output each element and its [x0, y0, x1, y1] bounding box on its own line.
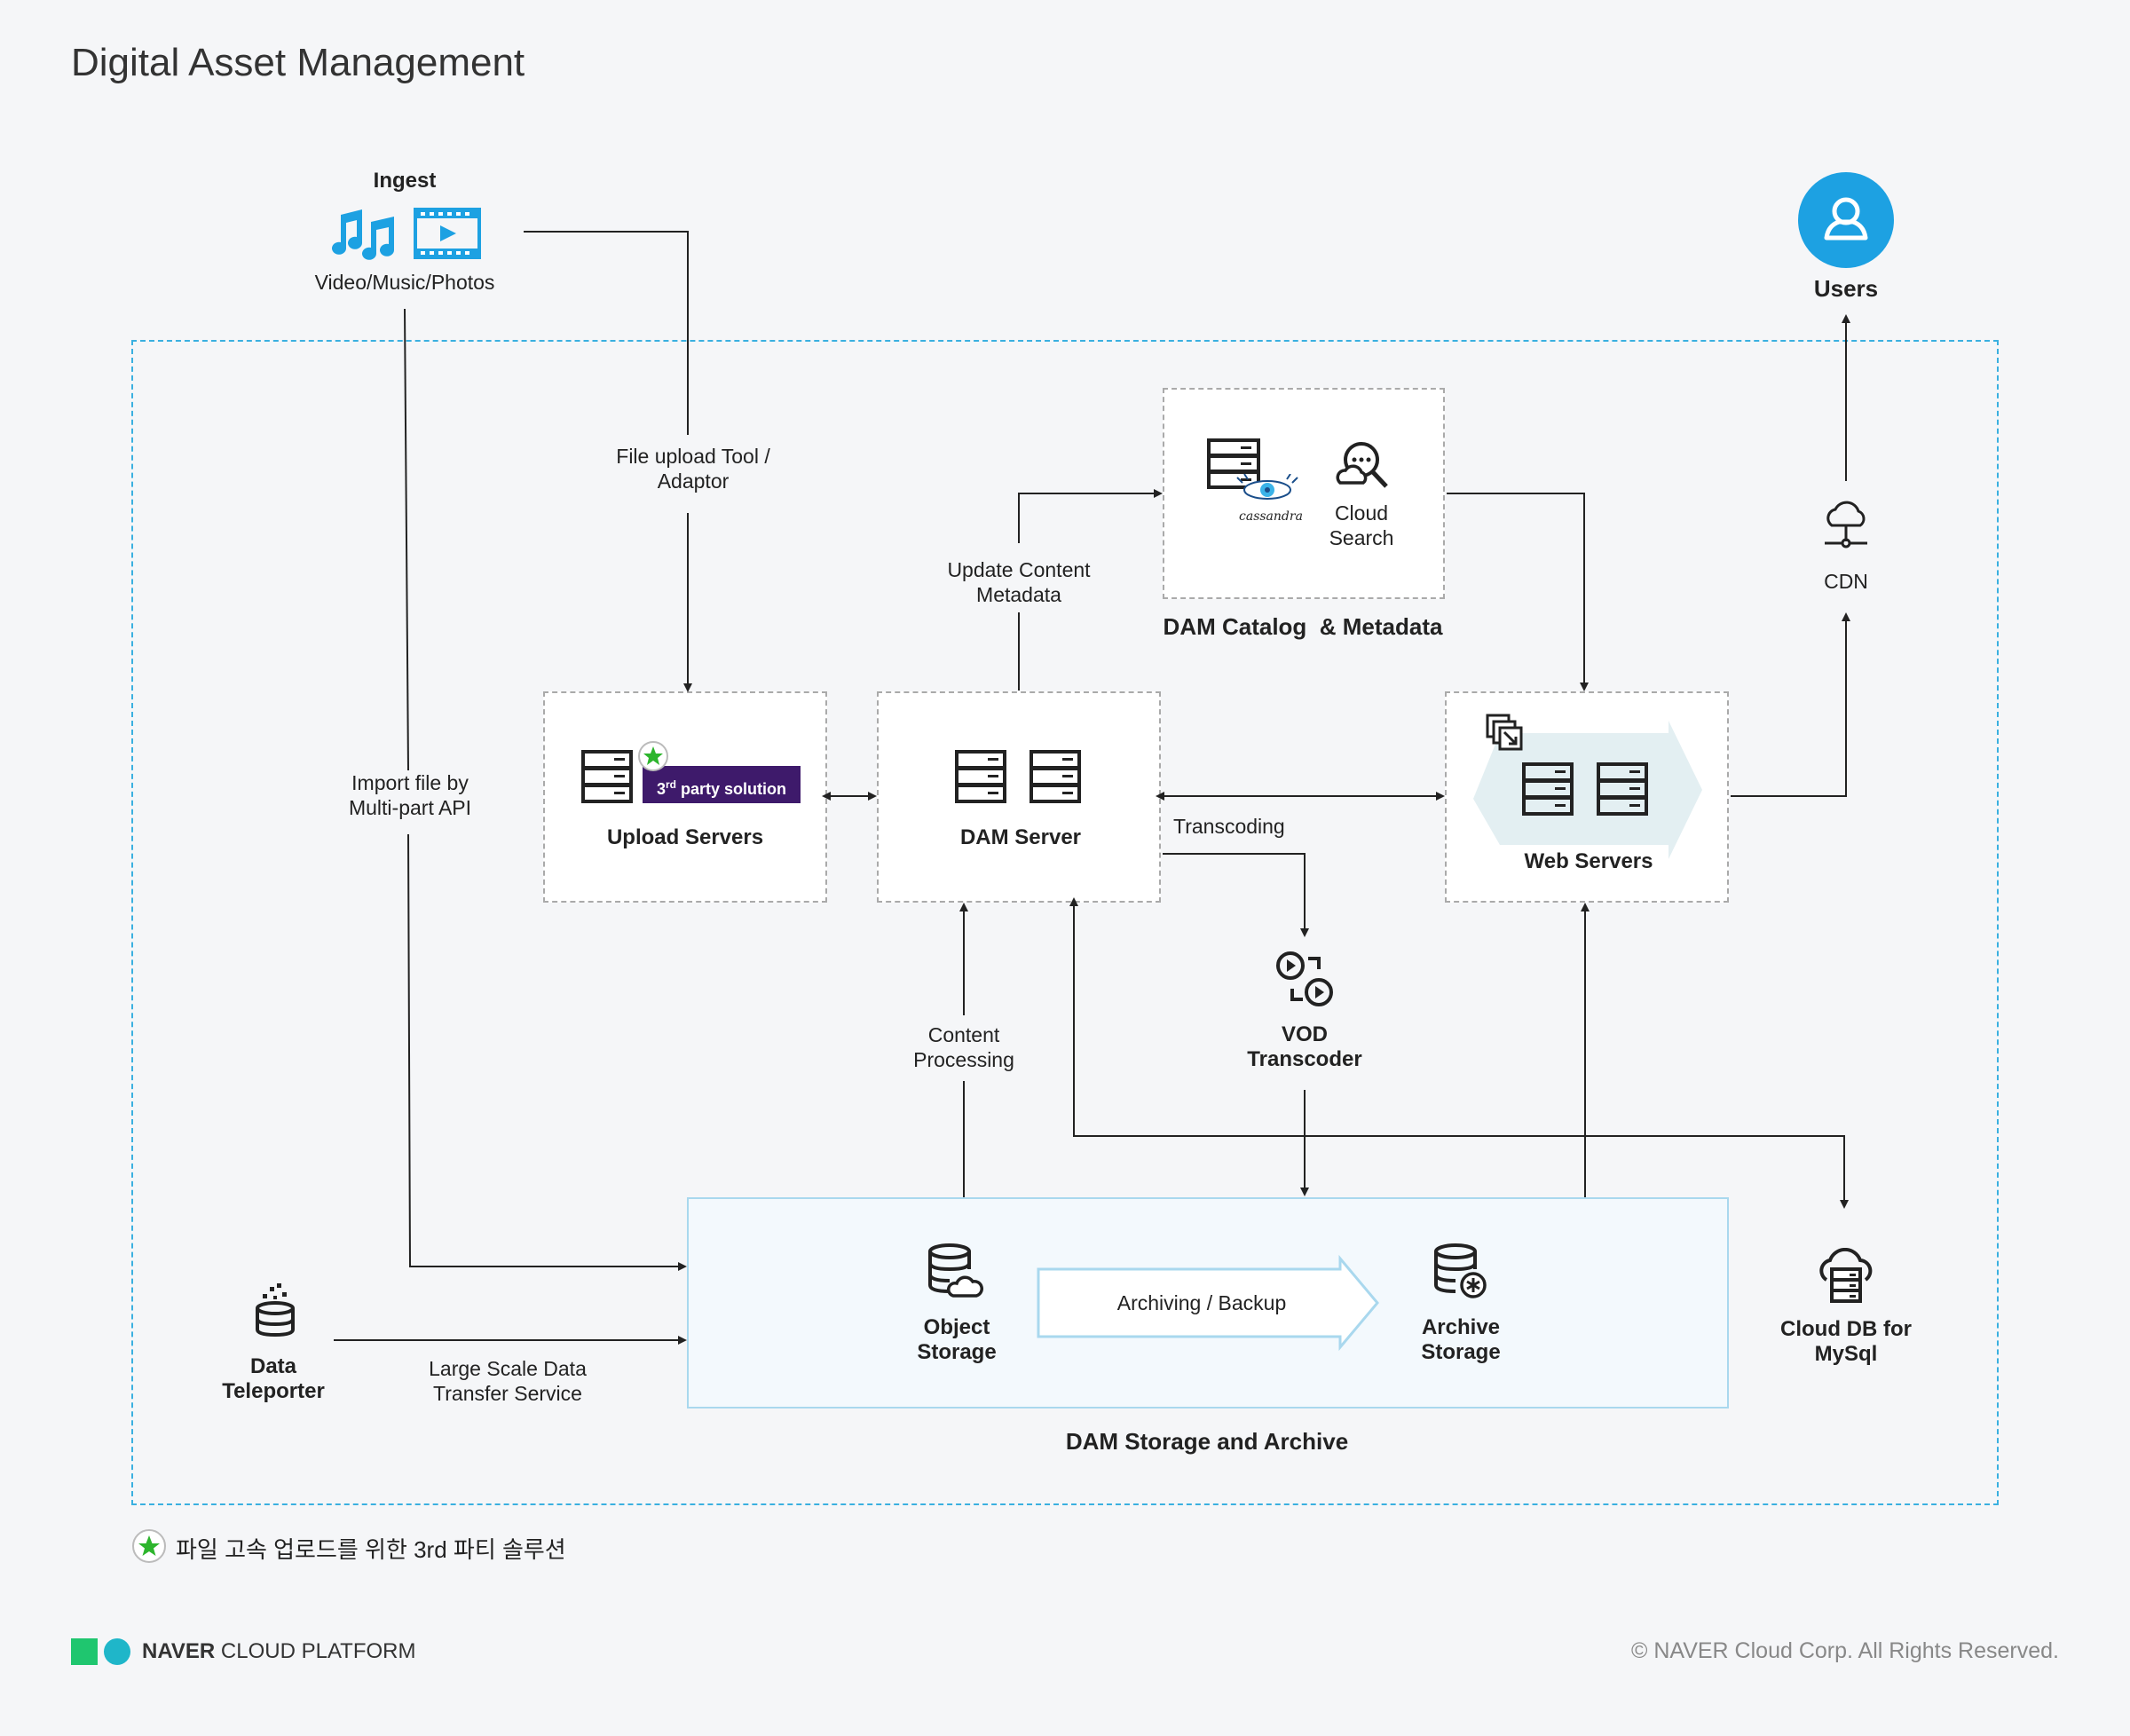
users-label: Users	[1813, 275, 1879, 302]
cassandra-eye-icon	[1236, 474, 1298, 500]
transcoding-label: Transcoding	[1173, 815, 1285, 838]
cassandra-label: cassandra	[1239, 509, 1303, 524]
cdn-label: CDN	[1824, 570, 1868, 593]
dam-server-label: DAM Server	[959, 825, 1082, 849]
web-server-icon	[1522, 762, 1648, 816]
edge-dam-db	[1069, 897, 1849, 1209]
ingest-caption: Video/Music/Photos	[314, 271, 495, 294]
third-party-badge: 3rd party solution	[643, 766, 801, 803]
storage-title: DAM Storage and Archive	[1065, 1428, 1349, 1455]
dam-server-icon	[955, 750, 1081, 803]
file-upload-label: File upload Tool /Adaptor	[616, 445, 770, 493]
copyright: © NAVER Cloud Corp. All Rights Reserved.	[1630, 1638, 2059, 1663]
data-teleporter-icon	[256, 1283, 295, 1338]
archive-storage-icon	[1434, 1243, 1487, 1298]
cassandra-server-icon	[1207, 438, 1260, 489]
brand-name: NAVER CLOUD PLATFORM	[142, 1639, 416, 1663]
cloud-db-icon	[1819, 1248, 1873, 1303]
archiving-label: Archiving / Backup	[1116, 1291, 1287, 1314]
legend-star-icon	[132, 1529, 166, 1563]
object-storage-icon	[928, 1243, 983, 1298]
platform-region	[131, 340, 1999, 1505]
edge-ingest-upload	[524, 231, 689, 435]
edge-import	[404, 308, 409, 771]
edge-transcoding	[1163, 853, 1309, 937]
upload-server-icon	[581, 750, 633, 803]
naver-logo-icon	[71, 1638, 130, 1665]
upload-servers-label: Upload Servers	[606, 825, 764, 849]
edge-web-cdn	[1731, 612, 1850, 797]
cdn-icon	[1825, 501, 1867, 548]
autoscale-icon	[1486, 714, 1523, 751]
music-icon	[332, 209, 394, 260]
star-icon	[638, 741, 668, 771]
video-icon	[414, 208, 481, 259]
page-title: Digital Asset Management	[71, 41, 525, 84]
ingest-title: Ingest	[373, 169, 437, 193]
edge-catalog-web	[1447, 493, 1589, 691]
vod-transcoder-icon	[1276, 951, 1333, 1006]
users-icon	[1798, 172, 1894, 268]
catalog-box	[1163, 388, 1445, 599]
web-servers-label: Web Servers	[1524, 849, 1653, 873]
cloud-search-icon	[1336, 442, 1388, 488]
catalog-title: DAM Catalog & Metadata	[1163, 613, 1443, 640]
dam-server-box	[877, 691, 1161, 903]
archiving-arrow	[1037, 1254, 1379, 1352]
legend-text: 파일 고속 업로드를 위한 3rd 파티 솔루션	[176, 1536, 566, 1563]
